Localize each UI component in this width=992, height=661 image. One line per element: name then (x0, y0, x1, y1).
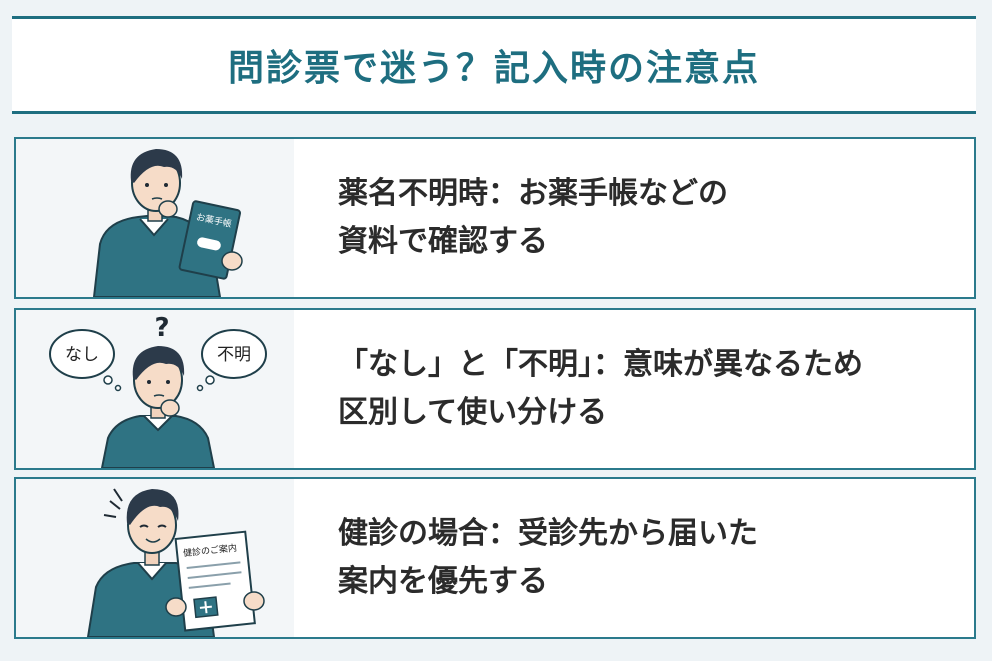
title-banner: 問診票で迷う？記入時の注意点 (12, 16, 976, 114)
page-title: 問診票で迷う？記入時の注意点 (227, 48, 760, 89)
man-reading-notebook-illustration: お薬手帳 (92, 149, 243, 297)
tip-line-1: 薬名不明時：お薬手帳などの (338, 176, 728, 211)
tip-card-checkup: 健診のご案内 健診の場合：受診先から届いた 案内を優先する (14, 477, 976, 639)
tip-line-1: 健診の場合：受診先から届いた (338, 516, 758, 551)
illustration-medicine-notebook: お薬手帳 (16, 139, 294, 297)
tip-card-medicine: お薬手帳 薬名不明時：お薬手帳などの 資料で確認する (14, 137, 976, 299)
tip-text-medicine: 薬名不明時：お薬手帳などの 資料で確認する (294, 139, 974, 297)
bubble-left-text: なし (65, 345, 99, 365)
tip-card-none-vs-unknown: なし 不明 ? 「なし」と「不明」：意味が異なるため 区別して使い分ける (14, 308, 976, 470)
man-thinking-illustration: なし 不明 ? (49, 313, 267, 468)
tip-text-checkup: 健診の場合：受診先から届いた 案内を優先する (294, 479, 974, 637)
tip-line-2: 資料で確認する (338, 224, 548, 259)
man-holding-guide-illustration: 健診のご案内 (86, 488, 265, 637)
tip-line-2: 案内を優先する (338, 564, 548, 599)
tip-text-none-vs-unknown: 「なし」と「不明」：意味が異なるため 区別して使い分ける (294, 310, 974, 468)
illustration-thinking-man: なし 不明 ? (16, 310, 294, 468)
illustration-checkup-guide: 健診のご案内 (16, 479, 294, 637)
bubble-right-text: 不明 (217, 345, 251, 365)
speech-bubble-right (201, 329, 267, 379)
tip-line-2: 区別して使い分ける (338, 395, 608, 430)
question-mark-icon: ? (154, 313, 169, 343)
speech-bubble-left (49, 329, 115, 379)
tip-line-1: 「なし」と「不明」：意味が異なるため (338, 347, 863, 382)
